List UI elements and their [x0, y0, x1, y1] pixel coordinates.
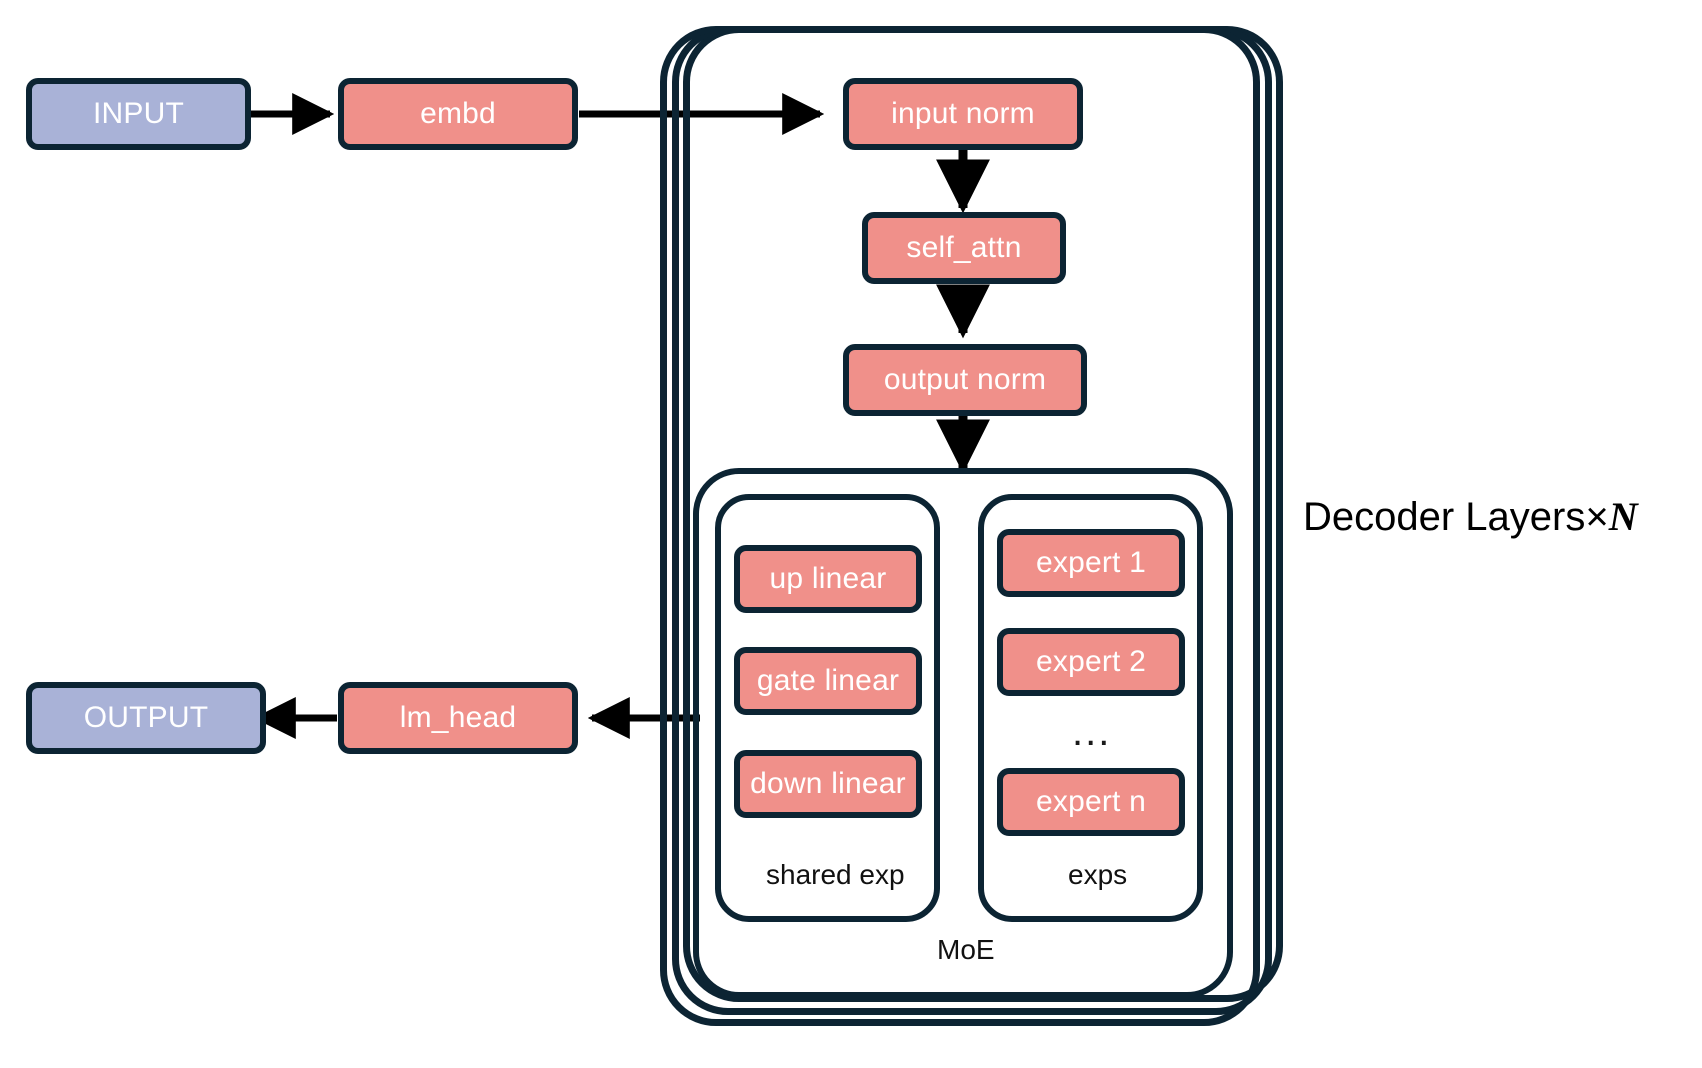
node-gate-linear[interactable]: gate linear [734, 647, 922, 715]
node-input[interactable]: INPUT [26, 78, 251, 150]
shared-exp-frame [715, 494, 940, 922]
label-moe: MoE [937, 934, 995, 965]
exps-frame [978, 494, 1203, 922]
label-expert-ellipsis: ... [1072, 710, 1112, 754]
moe-frame [693, 468, 1233, 998]
label-decoder-layers: Decoder Layers×N [1303, 494, 1638, 539]
node-output-norm[interactable]: output norm [843, 344, 1087, 416]
decoder-layers-repeat-count: N [1608, 494, 1638, 539]
node-expert-1[interactable]: expert 1 [997, 529, 1185, 597]
node-self-attn[interactable]: self_attn [862, 212, 1066, 284]
label-shared-exp: shared exp [766, 859, 905, 890]
node-down-linear[interactable]: down linear [734, 750, 922, 818]
decoder-layers-prefix: Decoder Layers× [1303, 495, 1609, 539]
label-exps: exps [1068, 859, 1128, 890]
node-expert-n[interactable]: expert n [997, 768, 1185, 836]
decoder-layers-frame-front [660, 26, 1260, 1026]
node-output[interactable]: OUTPUT [26, 682, 266, 754]
node-input-norm[interactable]: input norm [843, 78, 1083, 150]
node-embd[interactable]: embd [338, 78, 578, 150]
node-expert-2[interactable]: expert 2 [997, 628, 1185, 696]
node-lm-head[interactable]: lm_head [338, 682, 578, 754]
node-up-linear[interactable]: up linear [734, 545, 922, 613]
